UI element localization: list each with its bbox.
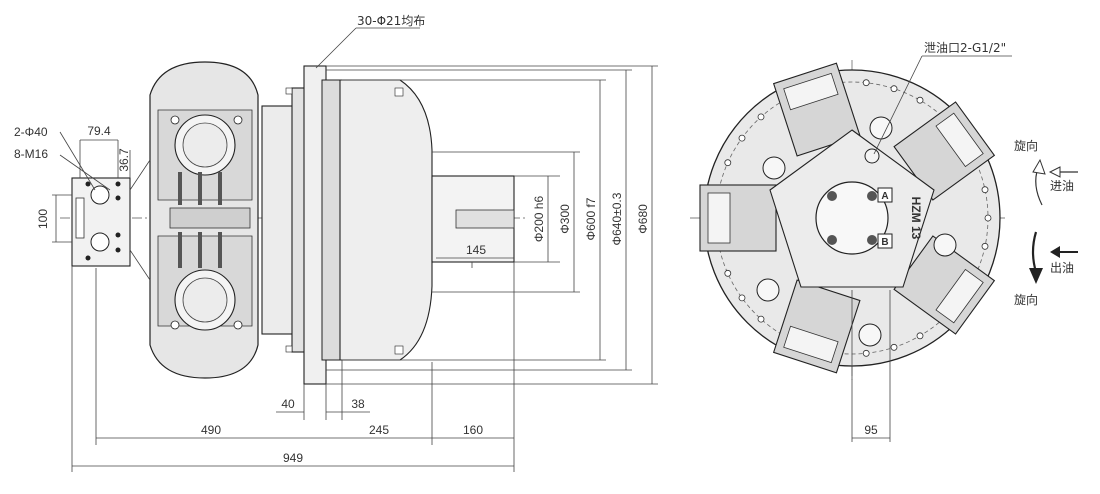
port-a-mark: A	[881, 191, 888, 202]
radial-cylinders	[699, 62, 996, 374]
drain-port	[864, 148, 880, 164]
rotation-arrow-top	[1032, 158, 1046, 206]
rear-housing	[129, 61, 259, 379]
drain-port-callout: 泄油口2-G1/2"	[924, 41, 1006, 55]
inlet-label: 进油	[1050, 179, 1074, 193]
port-b-plate	[877, 233, 893, 249]
valve-block-dims	[52, 131, 131, 243]
outlet-arrow	[1050, 246, 1078, 258]
valve-cover-bolts	[827, 191, 877, 245]
dim-36-7: 36.7	[117, 148, 131, 172]
dim-300: Φ300	[558, 204, 572, 234]
dim-40: 40	[281, 397, 295, 411]
dim-680: Φ680	[636, 204, 650, 234]
labels: 30-Φ21均布 泄油口2-G1/2" 2-Φ40 8-M16 79.4 36.…	[14, 14, 1074, 465]
dim-600: Φ600 f7	[584, 197, 598, 240]
bolt-hole	[916, 332, 924, 340]
bolt-hole	[724, 159, 732, 167]
bolt-hole	[981, 186, 989, 194]
valve-cover	[815, 181, 889, 255]
bolt-hole	[981, 242, 989, 250]
port-a-plate	[877, 187, 893, 203]
bolt-hole	[757, 113, 765, 121]
bolt-hole	[862, 349, 870, 357]
nameplate-text: HZM 13	[909, 197, 923, 240]
holes-40-callout: 2-Φ40	[14, 125, 48, 139]
dim-145: 145	[466, 243, 486, 257]
rotation-label-top: 旋向	[1014, 138, 1038, 153]
drain-leader	[873, 55, 923, 155]
front-view: A B HZM 13	[690, 55, 1078, 442]
bolt-hole	[738, 294, 746, 302]
bolt-hole	[724, 269, 732, 277]
dim-245: 245	[369, 423, 389, 437]
dim-640: Φ640±0.3	[610, 192, 624, 245]
port-b-mark: B	[881, 237, 888, 248]
bolt-holes-callout: 30-Φ21均布	[357, 14, 425, 28]
dim-shaft-diameter: Φ200 h6	[532, 196, 546, 243]
bolt-hole	[916, 96, 924, 104]
side-diameter-dims	[326, 65, 658, 385]
bolt-hole	[890, 85, 898, 93]
main-body	[261, 65, 433, 385]
side-view	[52, 27, 658, 472]
dim-79-4: 79.4	[87, 124, 111, 138]
side-length-dims	[71, 257, 515, 472]
output-shaft	[431, 175, 515, 263]
dim-490: 490	[201, 423, 221, 437]
bolt-hole	[862, 79, 870, 87]
valve-block	[71, 177, 131, 267]
inlet-arrow	[1048, 166, 1078, 178]
rotation-arrow-bottom	[1029, 231, 1043, 284]
bolt-hole	[984, 214, 992, 222]
dim-160: 160	[463, 423, 483, 437]
bolt-hole	[757, 315, 765, 323]
bolt-hole	[890, 343, 898, 351]
outlet-label: 出油	[1050, 261, 1074, 275]
bolt-hole-leader	[315, 27, 357, 69]
rotation-label-bottom: 旋向	[1014, 292, 1038, 307]
dim-949: 949	[283, 451, 303, 465]
dim-95: 95	[864, 423, 878, 437]
star-bolts	[756, 116, 957, 347]
dim-100: 100	[36, 209, 50, 229]
dim-38: 38	[351, 397, 365, 411]
thread-m16-callout: 8-M16	[14, 147, 48, 161]
bolt-hole	[738, 134, 746, 142]
